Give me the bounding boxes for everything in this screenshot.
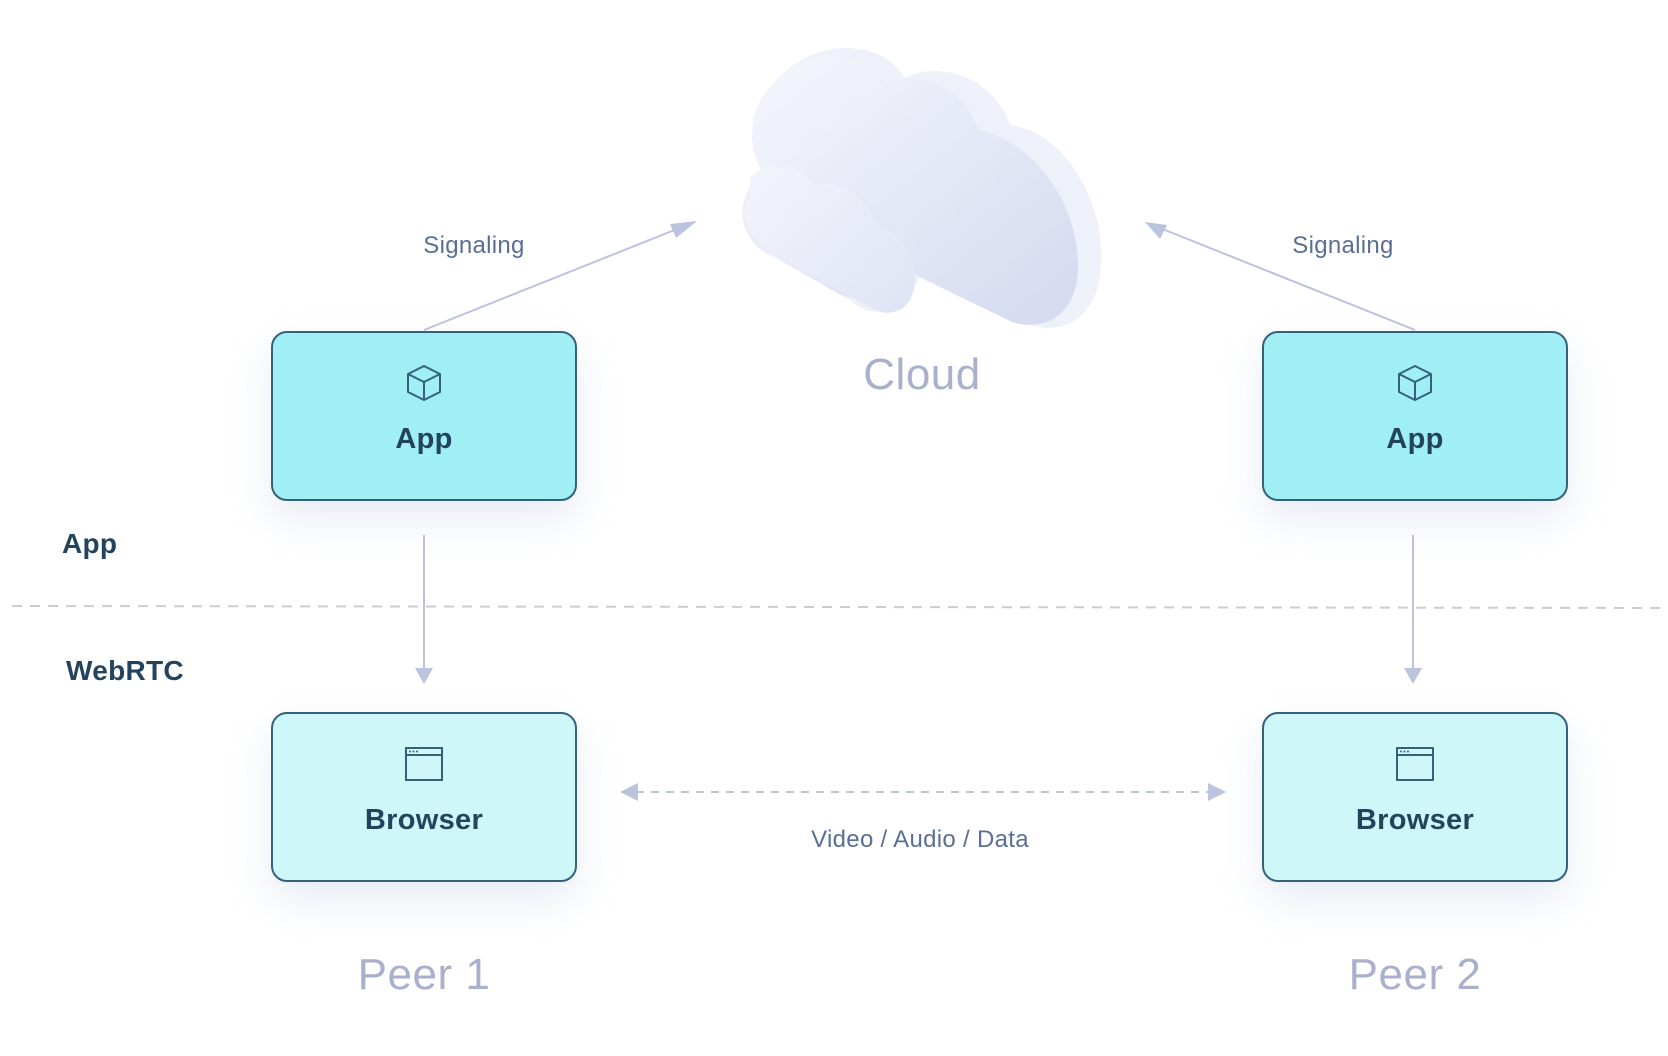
- app-to-browser-arrow-right: [1404, 535, 1422, 684]
- app-layer-label: App: [62, 528, 118, 559]
- cube-icon: [1398, 365, 1432, 401]
- cloud-icon: [742, 47, 1102, 328]
- media-arrow: [620, 783, 1226, 801]
- peer2-label: Peer 2: [1348, 950, 1482, 999]
- browser-window-icon: [1396, 747, 1434, 781]
- peer1-label: Peer 1: [357, 950, 491, 999]
- signaling-arrow-right: [1145, 222, 1416, 331]
- peer1-app-node[interactable]: App: [271, 331, 577, 501]
- peer2-app-node[interactable]: App: [1262, 331, 1568, 501]
- webrtc-layer-label: WebRTC: [66, 655, 184, 686]
- browser-node-label: Browser: [364, 804, 484, 836]
- peer2-browser-node[interactable]: Browser: [1262, 712, 1568, 882]
- app-to-browser-arrow-left: [415, 535, 433, 684]
- cube-icon: [407, 365, 441, 401]
- media-label: Video / Audio / Data: [811, 826, 1029, 853]
- signaling-label-left: Signaling: [423, 232, 525, 259]
- signaling-arrow-left: [423, 221, 697, 331]
- browser-node-label: Browser: [1355, 804, 1475, 836]
- browser-window-icon: [405, 747, 443, 781]
- layer-divider: [11, 605, 1668, 609]
- app-node-label: App: [395, 423, 453, 455]
- peer1-browser-node[interactable]: Browser: [271, 712, 577, 882]
- app-node-label: App: [1386, 423, 1444, 455]
- cloud-label: Cloud: [863, 350, 981, 399]
- signaling-label-right: Signaling: [1292, 232, 1394, 259]
